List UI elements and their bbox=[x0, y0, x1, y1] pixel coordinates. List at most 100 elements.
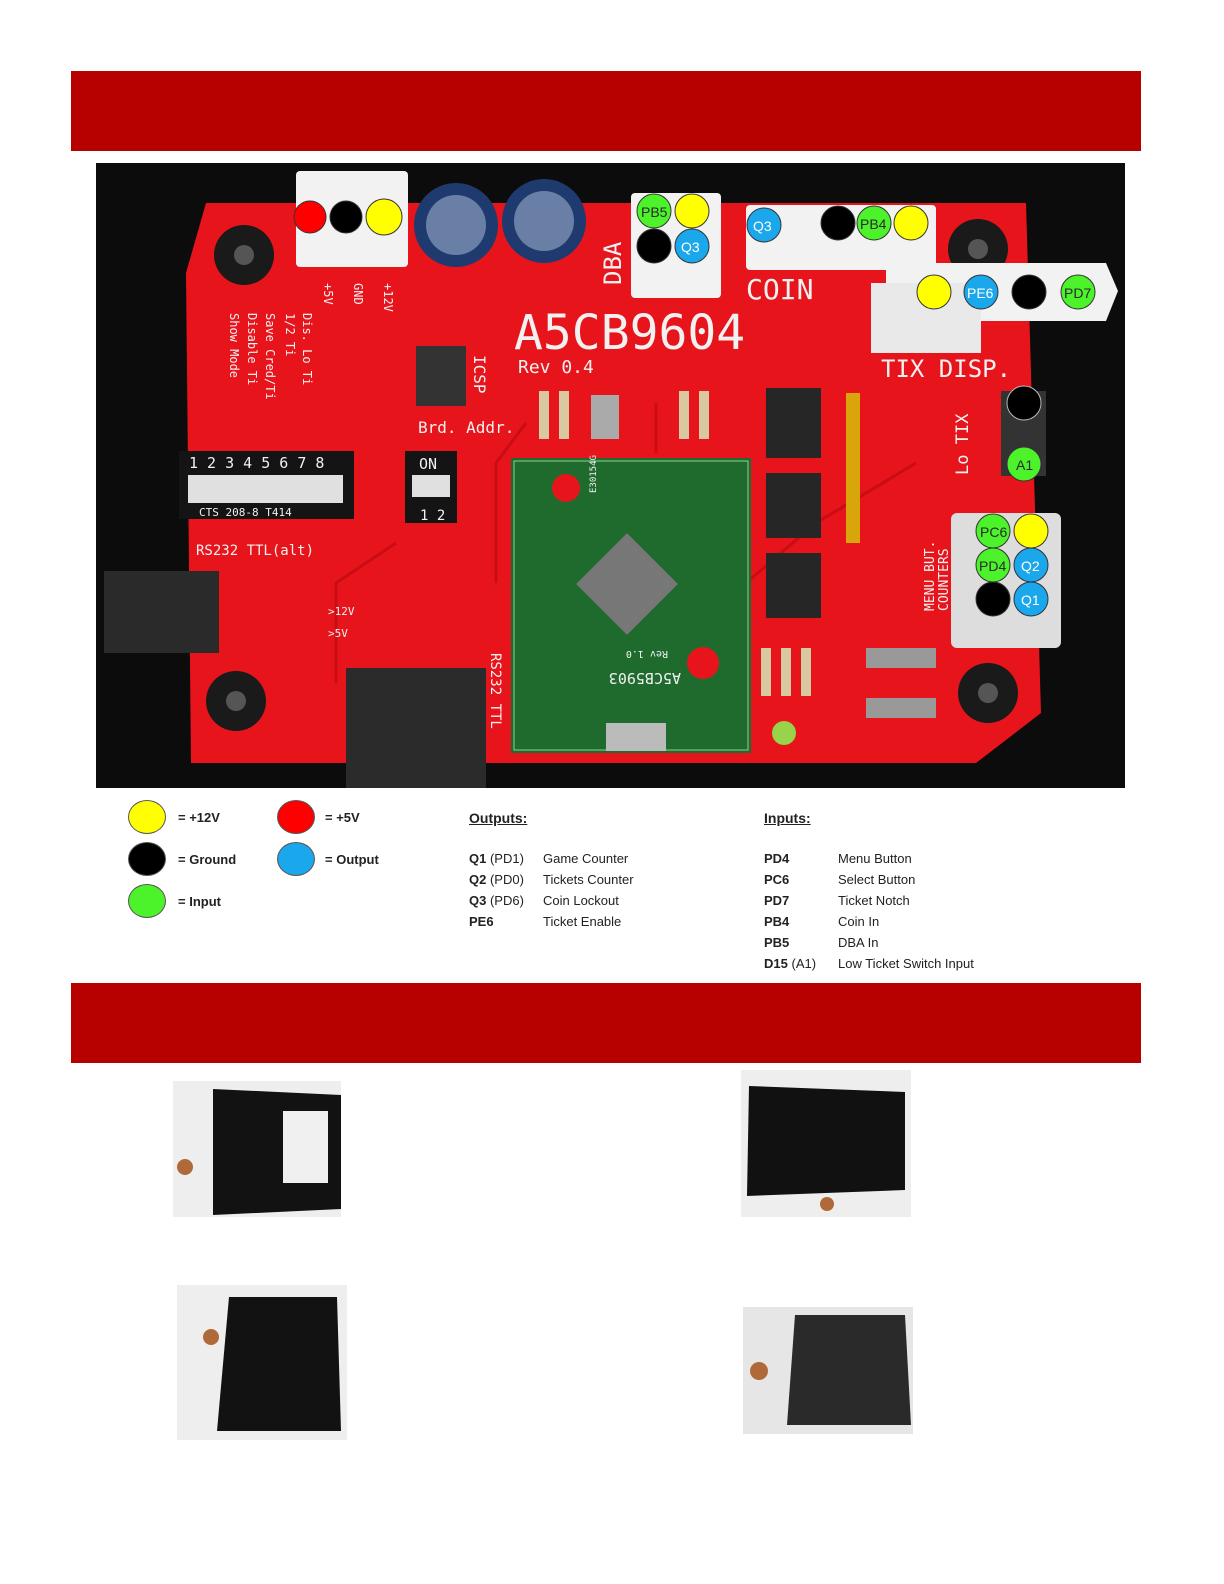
silk-lo-tix: Lo TIX bbox=[953, 413, 973, 475]
pin-menu-pd4-label: PD4 bbox=[979, 558, 1006, 574]
silk-coin: COIN bbox=[746, 273, 813, 306]
output-pin: (PD6) bbox=[489, 893, 524, 908]
input-desc: Low Ticket Switch Input bbox=[838, 956, 974, 971]
input-desc: Coin In bbox=[838, 914, 880, 929]
input-desc: Menu Button bbox=[838, 851, 912, 866]
legend-5v-label: = +5V bbox=[325, 810, 360, 825]
silk-dip-function-2: 1/2 Ti bbox=[283, 313, 297, 356]
output-pin: (PD1) bbox=[489, 851, 524, 866]
output-code: Q3 bbox=[469, 893, 487, 908]
pin-coin-q3-dot bbox=[746, 207, 782, 243]
output-desc: Ticket Enable bbox=[543, 914, 622, 929]
legend-ground-label: = Ground bbox=[178, 852, 237, 867]
silk-dip-function-4: Disable Ti bbox=[245, 313, 259, 385]
legend-5v-dot bbox=[277, 800, 315, 834]
outputs-heading: Outputs: bbox=[469, 810, 528, 826]
silk-power-gnd: GND bbox=[351, 283, 365, 305]
module-chip: E30154G bbox=[589, 455, 599, 493]
pin-dba-gnd-dot bbox=[636, 228, 672, 264]
input-desc: DBA In bbox=[838, 935, 879, 950]
board-revision: Rev 0.4 bbox=[518, 357, 594, 378]
plate-photo-3 bbox=[177, 1285, 347, 1440]
module-rev: Rev 1.0 bbox=[626, 648, 668, 659]
pin-tix-pe6-label: PE6 bbox=[967, 285, 994, 301]
silk-power-12v: +12V bbox=[381, 283, 395, 312]
silk-rs232-ttl: RS232 TTL bbox=[487, 653, 503, 729]
legend-12v-label: = +12V bbox=[178, 810, 220, 825]
pin-lotix-gnd-dot bbox=[1006, 385, 1042, 421]
pin-gnd-dot bbox=[329, 200, 363, 234]
board-name: A5CB9604 bbox=[514, 305, 745, 361]
input-code: PB5 bbox=[764, 935, 790, 950]
silk-dip-function-1: Dis. Lo Ti bbox=[300, 313, 314, 385]
pcb-photo: A5CB9604 Rev 0.4 +5V GND +12V DBA COIN T… bbox=[96, 163, 1125, 788]
silk-dba: DBA bbox=[599, 241, 627, 285]
plate-photo-2 bbox=[741, 1070, 911, 1217]
silk-12v: >12V bbox=[328, 605, 355, 618]
output-desc: Coin Lockout bbox=[543, 893, 619, 908]
output-desc: Tickets Counter bbox=[543, 872, 634, 887]
legend-input-label: = Input bbox=[178, 894, 221, 909]
silk-icsp: ICSP bbox=[470, 355, 489, 394]
pin-tix-pd7-dot bbox=[1060, 274, 1096, 310]
input-desc: Select Button bbox=[838, 872, 916, 887]
silk-dip-small-numbers: 1 2 bbox=[420, 508, 445, 524]
silk-tix-disp: TIX DISP. bbox=[881, 355, 1011, 383]
legend-ground-dot bbox=[128, 842, 166, 876]
output-code: Q2 bbox=[469, 872, 487, 887]
silk-rs232-alt: RS232 TTL(alt) bbox=[196, 543, 314, 559]
top-banner bbox=[71, 71, 1141, 151]
output-code: Q1 bbox=[469, 851, 487, 866]
pin-tix-pe6-dot bbox=[963, 274, 999, 310]
input-code: PC6 bbox=[764, 872, 790, 887]
output-code: PE6 bbox=[469, 914, 494, 929]
pin-menu-q2-label: Q2 bbox=[1021, 558, 1040, 574]
legend-output-dot bbox=[277, 842, 315, 876]
plate-photo-4 bbox=[743, 1307, 913, 1434]
pin-dba-pb5-dot bbox=[636, 193, 672, 229]
pin-coin-12v-dot bbox=[893, 205, 929, 241]
output-desc: Game Counter bbox=[543, 851, 629, 866]
silk-dip-function-5: Show Mode bbox=[227, 313, 241, 378]
input-pin: (A1) bbox=[791, 956, 817, 971]
legend-output-label: = Output bbox=[325, 852, 379, 867]
pin-menu-12v-dot bbox=[1013, 513, 1049, 549]
legend-input-dot bbox=[128, 884, 166, 918]
input-code: PD7 bbox=[764, 893, 790, 908]
pin-dba-pb5-label: PB5 bbox=[641, 204, 668, 220]
pin-dba-12v-dot bbox=[674, 193, 710, 229]
silk-dip-part: CTS 208-8 T414 bbox=[199, 506, 292, 519]
input-code: D15 bbox=[764, 956, 788, 971]
plate-photo-1 bbox=[173, 1081, 341, 1217]
pin-lotix-a1-label: A1 bbox=[1016, 457, 1033, 473]
pin-coin-q3-label: Q3 bbox=[753, 218, 772, 234]
silk-menu-but: MENU BUT. bbox=[923, 541, 938, 611]
pin-12v-dot bbox=[365, 198, 403, 236]
pin-lotix-a1-dot bbox=[1006, 446, 1042, 482]
pin-menu-q1-label: Q1 bbox=[1021, 592, 1040, 608]
pin-dba-q3-label: Q3 bbox=[681, 239, 700, 255]
pin-menu-gnd-dot bbox=[975, 581, 1011, 617]
input-code: PD4 bbox=[764, 851, 790, 866]
pin-tix-gnd-dot bbox=[1011, 274, 1047, 310]
pin-tix-12v-dot bbox=[916, 274, 952, 310]
pin-coin-pb4-label: PB4 bbox=[860, 216, 887, 232]
silk-dip-function-3: Save Cred/Ti bbox=[263, 313, 277, 400]
pin-5v-dot bbox=[293, 200, 327, 234]
legend-12v-dot bbox=[128, 800, 166, 834]
bottom-banner bbox=[71, 983, 1141, 1063]
input-desc: Ticket Notch bbox=[838, 893, 910, 908]
pin-dba-q3-dot bbox=[674, 228, 710, 264]
inputs-heading: Inputs: bbox=[764, 810, 811, 826]
silk-on: ON bbox=[419, 455, 437, 473]
pin-coin-pb4-dot bbox=[856, 205, 892, 241]
pin-coin-gnd-dot bbox=[820, 205, 856, 241]
output-pin: (PD0) bbox=[489, 872, 524, 887]
silk-power-5v: +5V bbox=[321, 283, 335, 305]
silk-brd-addr: Brd. Addr. bbox=[418, 418, 514, 437]
silk-counters: COUNTERS bbox=[937, 548, 952, 611]
input-code: PB4 bbox=[764, 914, 790, 929]
silk-5v: >5V bbox=[328, 627, 348, 640]
pin-menu-pc6-label: PC6 bbox=[980, 524, 1007, 540]
pin-tix-pd7-label: PD7 bbox=[1064, 285, 1091, 301]
